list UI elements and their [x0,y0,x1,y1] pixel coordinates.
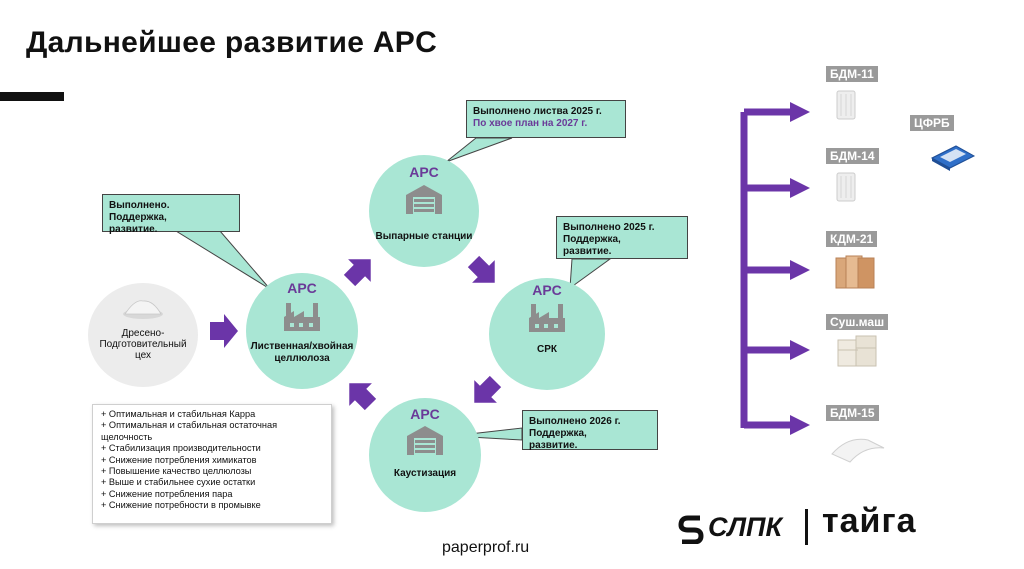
arrow-prep-to-pulp [210,314,238,348]
node-evap-apc: APC [409,164,439,180]
arrow-srk-to-caust [474,375,502,403]
factory-icon [284,303,320,331]
callout-evap: Выполнено листва 2025 г. По хвое план на… [466,100,626,138]
node-srk-label: СРК [537,344,557,355]
node-srk-apc: APC [532,282,562,298]
taiga-logo-text: тайга [822,502,917,540]
slpk-logo-text: СЛПК [708,512,783,542]
wood-chips-icon [123,300,163,319]
callout-srk-line2: Поддержка, [563,234,621,245]
paper-roll-icon [836,172,856,202]
benefit-item: + Оптимальная и стабильная остаточная [101,420,278,431]
node-caust-apc: APC [410,406,440,422]
callout-caust-line2: Поддержка, [529,428,587,439]
paper-pack-icon [930,145,976,171]
callout-evap-line2: По хвое план на 2027 г. [473,118,588,129]
tree-arrowhead-4 [790,340,810,360]
callout-pulp: Выполнено. Поддержка, развитие. [102,194,240,235]
callout-evap-tail [445,137,513,163]
warehouse-icon [407,426,443,455]
product-label-sushmash: Суш.маш [826,314,889,330]
node-pulp: APC Лиственная/хвойная целлюлоза [246,273,358,389]
callout-pulp-line1: Выполнено. [109,200,170,211]
tree-arrowhead-2 [790,178,810,198]
product-label-cfrb: ЦФРБ [910,115,954,131]
callout-srk-line1: Выполнено 2025 г. [563,222,655,233]
benefit-item: + Оптимальная и стабильная Карра [101,409,256,419]
node-prep: Дресено-Подготовительный цех [88,283,198,387]
product-label-bdm15: БДМ-15 [826,405,879,421]
callout-pulp-line3: развитие. [109,224,158,235]
benefits-list: + Оптимальная и стабильная Карра + Оптим… [92,404,332,524]
benefit-item: + Повышение качество целлюлозы [101,466,252,477]
node-caust-label: Каустизация [393,468,457,479]
warehouse-icon [406,185,442,214]
benefit-item: щелочность [101,431,153,442]
node-caust: APC Каустизация [369,398,481,512]
arrow-evap-to-srk [467,255,495,283]
factory-icon [529,304,565,332]
benefit-item: + Снижение потребности в промывке [101,500,261,511]
pulp-bales-icon [837,335,877,367]
callout-srk-line3: развитие. [563,246,612,257]
page-title: Дальнейшее развитие APC [26,26,438,59]
callout-srk-tail [569,258,612,290]
tree-arrowhead-5 [790,415,810,435]
callout-caust-line1: Выполнено 2026 г. [529,416,621,427]
callout-evap-line1: Выполнено листва 2025 г. [473,106,602,117]
benefit-item: + Выше и стабильнее сухие остатки [101,477,256,488]
arrow-pulp-to-evap [343,259,371,287]
benefit-item: + Снижение потребления химикатов [101,454,257,465]
node-evap: APC Выпарные станции [369,155,479,267]
benefit-item: + Стабилизация производительности [101,443,261,454]
callout-caust: Выполнено 2026 г. Поддержка, развитие. [522,410,658,451]
title-underline-bar [0,92,64,101]
tree-arrowhead-1 [790,102,810,122]
site-url: paperprof.ru [442,539,530,556]
product-label-bdm11: БДМ-11 [826,66,878,82]
paper-sheet-icon [831,438,885,463]
node-evap-label: Выпарные станции [375,231,473,242]
product-label-bdm14: БДМ-14 [826,148,879,164]
arrow-caust-to-pulp [349,383,377,411]
node-prep-label: Дресено-Подготовительный цех [99,328,187,361]
logo-divider [805,509,808,545]
callout-srk: Выполнено 2025 г. Поддержка, развитие. [556,216,688,259]
callout-caust-line3: развитие. [529,440,578,451]
node-pulp-apc: APC [287,280,317,296]
product-tree-lines [740,108,794,429]
slpk-mark-icon [678,515,704,544]
benefit-item: + Снижение потребления пара [101,488,233,499]
callout-pulp-line2: Поддержка, [109,212,167,223]
node-srk: APC СРК [489,278,605,390]
sack-icon [835,255,875,289]
paper-roll-icon [836,90,856,120]
tree-arrowhead-3 [790,260,810,280]
product-label-kdm21: КДМ-21 [826,231,878,247]
node-pulp-label: Лиственная/хвойная целлюлоза [250,341,354,364]
